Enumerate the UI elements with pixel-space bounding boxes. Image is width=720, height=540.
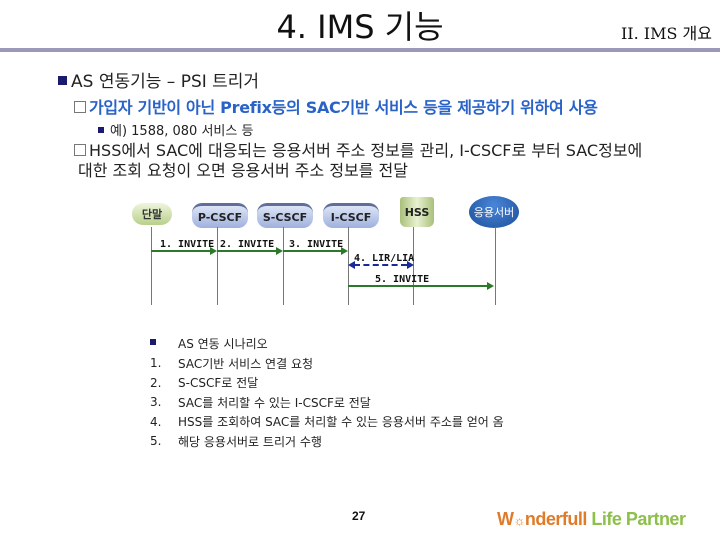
scenario-list: AS 연동 시나리오 1.SAC기반 서비스 연결 요청 2.S-CSCF로 전… bbox=[150, 334, 504, 451]
arrowhead-right-icon bbox=[210, 247, 217, 255]
small-square-bullet-icon bbox=[98, 126, 104, 133]
message-label-3: 3. INVITE bbox=[289, 239, 344, 250]
lifeline-application-server bbox=[495, 227, 496, 305]
message-label-2: 2. INVITE bbox=[220, 239, 275, 250]
bullet-level3: 예) 1588, 080 서비스 등 bbox=[98, 120, 253, 139]
message-label-1: 1. INVITE bbox=[160, 239, 215, 250]
message-label-4: 4. LIR/LIA bbox=[354, 253, 415, 264]
node-application-server: 응용서버 bbox=[469, 196, 519, 228]
message-arrow-1 bbox=[151, 250, 211, 252]
scenario-step: 3.SAC를 처리할 수 있는 I-CSCF로 전달 bbox=[150, 395, 371, 410]
bullet-level2: HSS에서 SAC에 대응되는 응용서버 주소 정보를 관리, I-CSCF로 … bbox=[74, 141, 694, 181]
scenario-step: 1.SAC기반 서비스 연결 요청 bbox=[150, 356, 314, 371]
scenario-step: 5.해당 응용서버로 트리거 수행 bbox=[150, 434, 322, 449]
message-arrow-5 bbox=[348, 285, 489, 287]
arrowhead-left-icon bbox=[348, 261, 355, 269]
hollow-square-bullet-icon bbox=[74, 100, 86, 113]
node-i-cscf: I-CSCF bbox=[323, 203, 379, 228]
sun-icon: ☼ bbox=[513, 513, 526, 528]
node-p-cscf: P-CSCF bbox=[192, 203, 248, 228]
lifeline-s-cscf bbox=[283, 227, 284, 305]
arrowhead-right-icon bbox=[487, 282, 494, 290]
message-arrow-4 bbox=[354, 264, 407, 266]
arrowhead-right-icon bbox=[407, 261, 414, 269]
scenario-heading: AS 연동 시나리오 bbox=[150, 334, 504, 354]
message-label-5: 5. INVITE bbox=[375, 274, 430, 285]
bullet-level2-highlight: 가입자 기반이 아닌 Prefix등의 SAC기반 서비스 등을 제공하기 위하… bbox=[74, 94, 598, 118]
square-bullet-icon bbox=[150, 339, 156, 346]
square-bullet-icon bbox=[58, 75, 67, 85]
hollow-square-bullet-icon bbox=[74, 143, 86, 156]
scenario-step: 4.HSS를 조회하여 SAC를 처리할 수 있는 응용서버 주소를 얻어 옴 bbox=[150, 414, 504, 430]
section-label: II. IMS 개요 bbox=[620, 24, 712, 43]
header-divider bbox=[0, 48, 720, 52]
message-arrow-2 bbox=[217, 250, 277, 252]
lifeline-terminal bbox=[151, 227, 152, 305]
brand-logo: W☼nderfull Life Partner bbox=[497, 509, 686, 529]
page-title: 4. IMS 기능 bbox=[276, 8, 444, 46]
lifeline-p-cscf bbox=[217, 227, 218, 305]
bullet-level1: AS 연동기능 – PSI 트리거 bbox=[58, 67, 259, 92]
message-arrow-3 bbox=[283, 250, 342, 252]
node-hss: HSS bbox=[400, 197, 434, 227]
sequence-diagram: 단말 P-CSCF S-CSCF I-CSCF HSS 응용서버 1. INVI… bbox=[120, 195, 540, 305]
scenario-step: 2.S-CSCF로 전달 bbox=[150, 375, 259, 391]
node-s-cscf: S-CSCF bbox=[257, 203, 313, 228]
node-terminal: 단말 bbox=[132, 203, 172, 225]
page-number: 27 bbox=[352, 509, 366, 523]
arrowhead-right-icon bbox=[276, 247, 283, 255]
arrowhead-right-icon bbox=[341, 247, 348, 255]
